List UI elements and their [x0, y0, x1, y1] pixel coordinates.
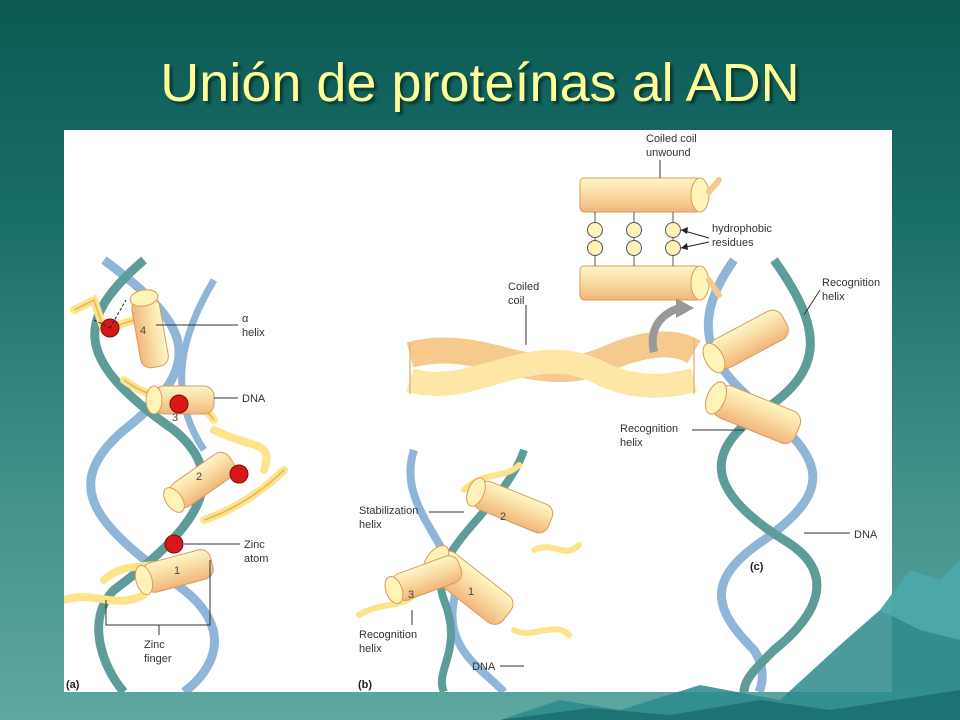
unwound-cylinder-top — [579, 177, 722, 213]
alpha-helix-1 — [134, 549, 214, 596]
dna-label-b: DNA — [472, 661, 496, 673]
zinc-atom-label-2: atom — [244, 553, 268, 565]
recognition-helix-top — [702, 309, 789, 374]
leader-recognition-top — [803, 289, 821, 316]
panel-c: Coiled coil unwound hydrophobic residues… — [406, 133, 880, 692]
helix-number-b-1: 1 — [468, 586, 474, 598]
hydrophobic-label-2: residues — [712, 237, 754, 249]
dna-strand-c2 — [716, 257, 822, 692]
coiled-label-2: coil — [508, 295, 525, 307]
zinc-bond — [109, 299, 127, 329]
unwound-cylinder-bottom — [579, 265, 722, 301]
alpha-helix-3 — [145, 385, 215, 415]
iceberg-decoration — [500, 560, 960, 720]
unwind-arrow — [648, 304, 681, 353]
panel-a: 4 3 2 1 α helix DNA Zinc atom Zinc finge… — [64, 256, 288, 692]
panel-letter-a: (a) — [66, 679, 80, 691]
dna-strand-a1 — [86, 256, 219, 692]
alpha-symbol: α — [242, 313, 249, 325]
coiled-coil-strand-2 — [406, 349, 697, 398]
helix-number-b-3: 3 — [408, 589, 414, 601]
alpha-helix-label: helix — [242, 327, 265, 339]
panel-letter-c: (c) — [750, 561, 764, 573]
dna-strand-b1 — [406, 448, 507, 692]
recognition-mid-label-1: Recognition — [620, 423, 678, 435]
coiled-label-1: Coiled — [508, 281, 539, 293]
helix-number-4: 4 — [140, 325, 146, 337]
zinc-finger-label-1: Zinc — [144, 639, 165, 651]
panel-b: 2 1 3 Stabilization helix Recognition he… — [356, 448, 582, 692]
dna-label-c: DNA — [854, 529, 878, 541]
unwind-arrow-head — [676, 298, 694, 318]
stabilization-label-2: helix — [359, 519, 382, 531]
recognition-label-b-1: Recognition — [359, 629, 417, 641]
dna-label-a: DNA — [242, 393, 266, 405]
helix-number-b-2: 2 — [500, 511, 506, 523]
helix-number-1: 1 — [174, 565, 180, 577]
figure-panel: 4 3 2 1 α helix DNA Zinc atom Zinc finge… — [64, 130, 892, 692]
zinc-atom-3 — [169, 394, 189, 414]
stabilization-label-1: Stabilization — [359, 505, 418, 517]
zinc-bond — [93, 319, 111, 329]
dna-strand-a3 — [178, 278, 218, 452]
helix-number-2: 2 — [196, 471, 202, 483]
helix-number-3: 3 — [172, 412, 178, 424]
recognition-mid-label-2: helix — [620, 437, 643, 449]
coiled-unwound-label-1: Coiled coil — [646, 133, 697, 145]
slide-title: Unión de proteínas al ADN — [160, 53, 800, 113]
zinc-finger-bracket — [105, 560, 211, 626]
coiled-unwound-label-2: unwound — [646, 147, 691, 159]
stabilization-helix-2 — [466, 477, 554, 534]
figure-svg: 4 3 2 1 α helix DNA Zinc atom Zinc finge… — [64, 133, 880, 692]
zinc-finger-label-2: finger — [144, 653, 172, 665]
arrow-head-1 — [681, 227, 688, 234]
coiled-coil-outline — [409, 338, 695, 394]
zinc-atom-1 — [164, 534, 184, 554]
ribbon-b — [356, 462, 582, 638]
recognition-helix-mid — [705, 381, 802, 444]
recognition-top-label-1: Recognition — [822, 277, 880, 289]
alpha-helix-4 — [129, 289, 169, 369]
arrow-head-2 — [681, 243, 688, 250]
recognition-label-b-2: helix — [359, 643, 382, 655]
alpha-helix-2 — [163, 451, 236, 513]
hydrophobic-residues — [587, 212, 681, 266]
recognition-top-label-2: helix — [822, 291, 845, 303]
recognition-helix-3-b — [384, 555, 463, 604]
panel-letter-b: (b) — [358, 679, 372, 691]
hydrophobic-label-1: hydrophobic — [712, 223, 772, 235]
zinc-atom-2 — [229, 464, 249, 484]
zinc-atom-label-1: Zinc — [244, 539, 265, 551]
